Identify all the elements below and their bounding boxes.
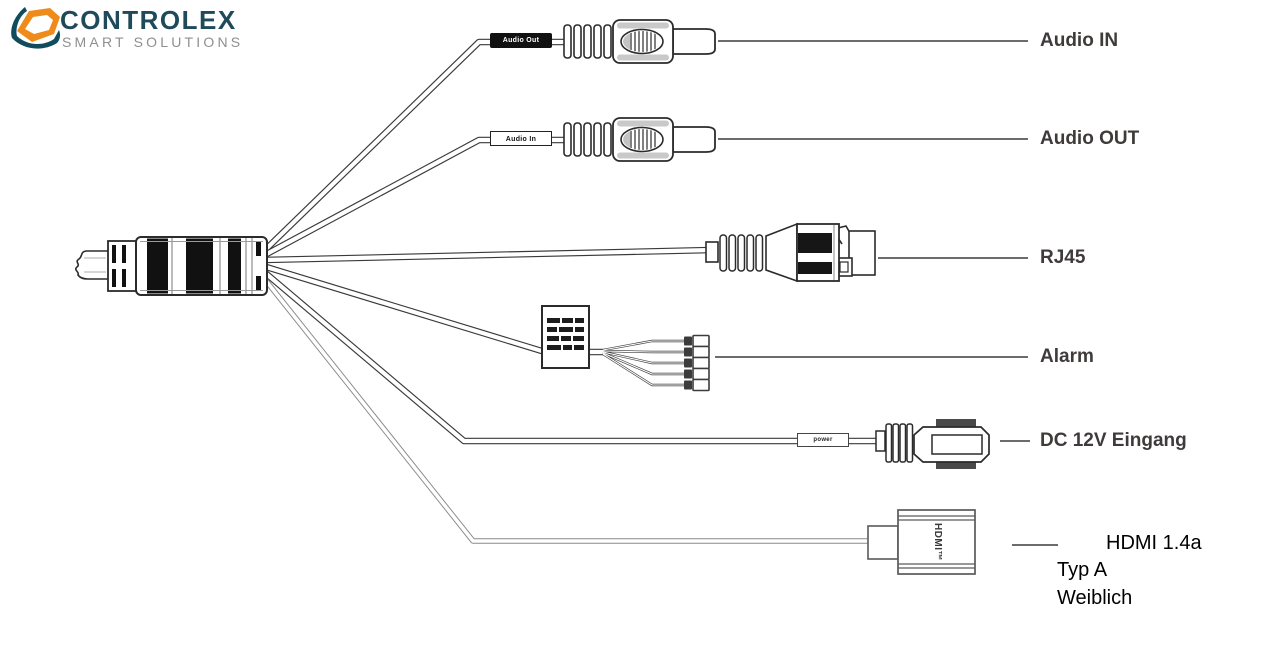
cable-tag-audio-in: Audio Out: [490, 33, 552, 48]
connector-dc-12v: [875, 419, 990, 469]
leader-lines: [715, 40, 1058, 546]
main-cable-connector: [74, 236, 268, 296]
connector-hdmi: [867, 509, 976, 575]
cable-tag-power: power: [797, 433, 849, 447]
cable-audio-out: [261, 136, 568, 259]
label-dc-12v: DC 12V Eingang: [1040, 430, 1187, 451]
connector-alarm: [541, 305, 710, 392]
label-audio-in: Audio IN: [1040, 30, 1119, 51]
label-rj45: RJ45: [1040, 247, 1086, 268]
label-hdmi-line3: Weiblich: [1057, 587, 1133, 609]
logo: CONTROLEX SMART SOLUTIONS: [4, 3, 254, 63]
label-hdmi-line2: Typ A: [1057, 559, 1108, 581]
cable-hdmi: [260, 275, 872, 544]
connector-rj45: [705, 222, 876, 283]
cable-tag-audio-out: Audio In: [490, 131, 552, 146]
alarm-tag-print: [547, 318, 584, 350]
label-hdmi-line1: HDMI 1.4a: [1106, 532, 1202, 554]
cable-audio-in: [260, 38, 568, 255]
cable-rj45: [262, 246, 713, 264]
hdmi-connector-print: HDMI™: [932, 522, 943, 562]
brand-name: CONTROLEX: [60, 5, 237, 35]
cable-bundle: [260, 38, 880, 544]
brand-tagline: SMART SOLUTIONS: [62, 34, 244, 50]
alarm-terminals: [684, 334, 710, 392]
cable-dc-12v: [260, 268, 880, 445]
logo-mark-icon: [11, 7, 61, 49]
label-alarm: Alarm: [1040, 346, 1094, 367]
alarm-wires: [602, 339, 684, 387]
label-audio-out: Audio OUT: [1040, 128, 1140, 149]
connector-audio-in: [564, 20, 715, 63]
connector-audio-out: [564, 118, 715, 161]
